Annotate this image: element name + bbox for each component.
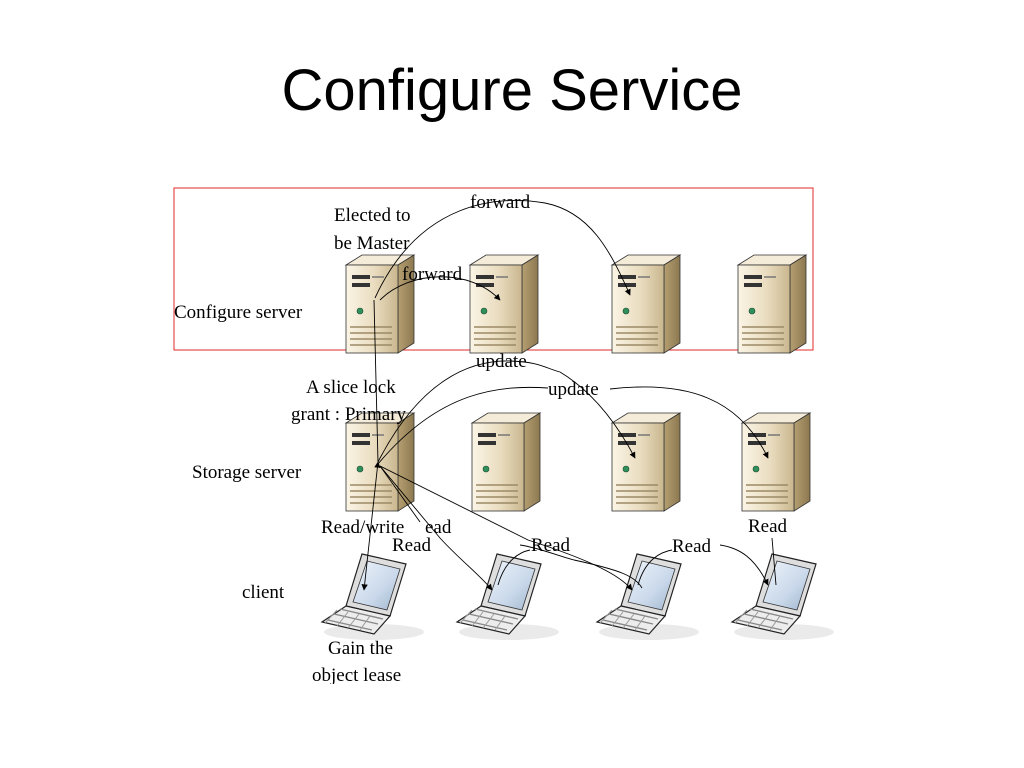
update-path-1	[377, 360, 561, 463]
elected-label-line1: Elected to	[334, 205, 411, 226]
server-icon	[471, 412, 541, 512]
read-label-2: Read	[531, 535, 571, 556]
laptop-icon	[321, 553, 425, 641]
lock-label-line1: A slice lock	[306, 377, 396, 398]
server-icon	[611, 412, 681, 512]
elected-label-line2: be Master	[334, 233, 410, 254]
update-label-2: update	[548, 379, 599, 400]
laptop-icon	[731, 553, 835, 641]
laptop-icon	[596, 553, 700, 641]
page-title: Configure Service	[281, 58, 743, 123]
read-line-client4b	[771, 537, 777, 586]
lease-label-line2: object lease	[312, 665, 401, 686]
read-label-1: Read	[392, 535, 432, 556]
read-line-partial	[379, 465, 421, 523]
forward-label-mid: forward	[402, 264, 463, 285]
read-label-partial: ead	[425, 517, 452, 538]
client-label: client	[242, 582, 285, 603]
read-write-label: Read/write	[321, 517, 404, 538]
lock-label-line2: grant : Primary	[291, 404, 407, 425]
update-arrow-server3	[559, 371, 636, 459]
read-curve-client3	[637, 549, 673, 586]
read-path-client3b	[519, 544, 643, 589]
server-icon	[469, 254, 539, 354]
read-arrow-client4	[719, 544, 769, 586]
forward-arrow-to-server3	[374, 199, 631, 299]
laptop-icon	[456, 553, 560, 641]
forward-label-top: forward	[470, 192, 531, 213]
server-icon	[611, 254, 681, 354]
forward-arrow-to-server2	[379, 276, 501, 301]
storage-server-label: Storage server	[192, 462, 302, 483]
read-write-arrow	[361, 461, 381, 591]
configure-server-label: Configure server	[174, 302, 303, 323]
update-path-2	[377, 386, 549, 465]
server-icon	[737, 254, 807, 354]
read-curve-client2	[497, 549, 531, 586]
read-arrow-client2	[379, 465, 493, 591]
read-label-3: Read	[672, 536, 712, 557]
clip-mask	[300, 684, 440, 694]
server-icon	[741, 412, 811, 512]
lock-grant-line	[373, 299, 379, 463]
read-label-4: Read	[748, 516, 788, 537]
lease-label-line1: Gain the	[328, 638, 393, 659]
update-label-1: update	[476, 351, 527, 372]
update-arrow-server4	[609, 386, 769, 459]
